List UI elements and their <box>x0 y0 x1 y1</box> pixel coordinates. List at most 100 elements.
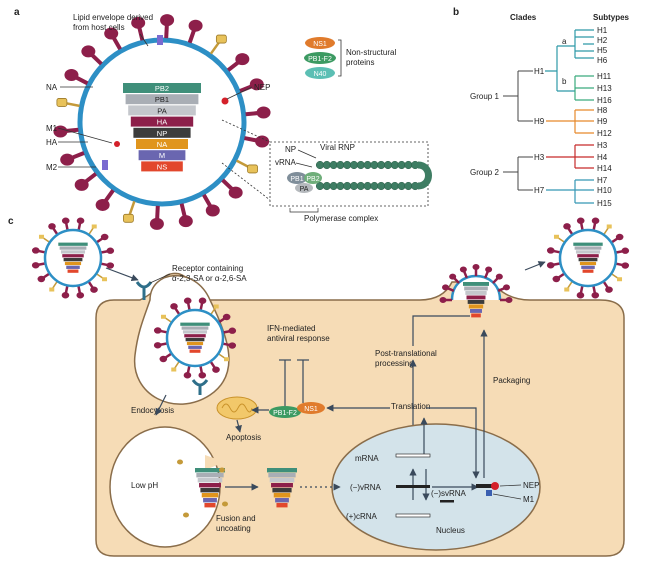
subtype-h16: H16 <box>597 96 612 105</box>
np-bead <box>397 181 406 191</box>
ha-head <box>149 217 164 230</box>
ha-head <box>249 78 264 91</box>
np-bead <box>343 160 352 170</box>
segment-bar <box>578 258 598 262</box>
subtype-h2: H2 <box>597 36 608 45</box>
zoom-line-top <box>221 119 271 143</box>
np-bead <box>329 160 338 170</box>
pathway-arrows <box>105 261 546 501</box>
receptor-label-line2: α-2,3-SA or α-2,6-SA <box>172 274 247 283</box>
ns1-oval <box>297 402 325 414</box>
ha-head <box>591 217 600 224</box>
segment-bar <box>63 258 83 262</box>
segment-bar <box>272 488 292 493</box>
ha-head <box>256 106 271 119</box>
segment-bar <box>581 265 595 269</box>
segment-bar <box>62 254 84 258</box>
segment-label: PB2 <box>155 84 169 93</box>
ha-head <box>178 215 193 228</box>
segment-bar <box>186 341 204 346</box>
segment-bar <box>574 246 602 250</box>
group2-label: Group 2 <box>470 168 499 177</box>
subtype-h5: H5 <box>597 46 608 55</box>
ha-head <box>621 262 630 269</box>
segment-bar <box>182 330 208 334</box>
segment-m <box>138 150 186 161</box>
segment-bar <box>575 250 601 254</box>
ha-head <box>76 292 85 299</box>
np-bead <box>383 160 393 170</box>
na-head <box>215 34 227 44</box>
ha-head <box>605 286 613 293</box>
pb2-text: PB2 <box>306 176 319 183</box>
subtype-h14: H14 <box>597 164 612 173</box>
apoptosis-label: Apoptosis <box>226 433 261 442</box>
na-head <box>553 234 559 239</box>
node-h7: H7 <box>534 186 545 195</box>
np-bead <box>343 181 352 191</box>
receptor <box>135 281 153 300</box>
ha-head <box>159 355 168 363</box>
segment-bar <box>59 246 87 250</box>
label-na: NA <box>46 83 58 92</box>
segment-bar <box>465 291 487 295</box>
np-bead <box>356 160 365 170</box>
np-bead <box>404 181 413 191</box>
np-bead <box>336 181 345 191</box>
ns1-text: NS1 <box>313 41 327 48</box>
segment-bar <box>185 338 205 342</box>
group1-branches <box>503 70 533 122</box>
pb1-text: PB1 <box>290 176 303 183</box>
fusion-line1: Fusion and <box>216 514 256 523</box>
mrna-strand <box>395 453 431 458</box>
ha-head <box>552 275 561 283</box>
segment-bar <box>269 478 295 483</box>
m1-c-label: M1 <box>523 495 535 504</box>
ha-head <box>591 292 600 299</box>
segment-bar <box>471 313 481 318</box>
np-bead <box>411 181 420 191</box>
m2-channel-top <box>157 35 163 45</box>
segment-label: NS <box>157 162 167 171</box>
mrna-label: mRNA <box>355 454 379 463</box>
nonstructural-proteins: NS1 PB1-F2 N40 Non-structural proteins <box>304 37 396 79</box>
np-bead <box>397 160 406 170</box>
np-bead <box>322 160 331 170</box>
packaging-label: Packaging <box>493 376 530 385</box>
segment-bar <box>466 295 486 300</box>
rnp-inset: PB1 PB2 PA NP vRNA Viral RNP Polymerase … <box>221 119 432 223</box>
na-head <box>123 213 134 223</box>
na-head <box>617 277 623 282</box>
segment-label: M <box>159 151 165 160</box>
pa-text: PA <box>300 186 309 193</box>
receptor-leader <box>149 273 171 284</box>
ha-head <box>183 297 192 304</box>
ha-head <box>104 27 119 40</box>
subtype-h13: H13 <box>597 84 612 93</box>
ha-head <box>222 313 231 321</box>
na-head <box>224 357 230 362</box>
subtype-h7: H7 <box>597 176 608 185</box>
segment-bar <box>195 468 225 473</box>
ha-head <box>160 14 175 27</box>
na-head <box>91 224 97 229</box>
rnp-title: Viral RNP <box>320 143 355 152</box>
na-head <box>56 98 68 107</box>
vrna-strand <box>396 485 430 488</box>
panel-a-label: a <box>14 7 20 18</box>
endosome-opening <box>205 455 225 470</box>
rnp-loop <box>417 161 432 190</box>
ha-head <box>615 233 624 241</box>
virion-released <box>546 217 630 299</box>
svrna-strand <box>440 500 454 503</box>
segment-ha <box>130 116 194 127</box>
ha-head <box>48 223 56 230</box>
uncoated-segments <box>177 459 297 518</box>
na-head <box>38 234 44 239</box>
np-bead <box>390 160 399 170</box>
label-ha: HA <box>46 138 58 147</box>
pa-blob <box>295 183 313 193</box>
np-bead <box>377 181 386 191</box>
segment-bar <box>267 468 297 473</box>
